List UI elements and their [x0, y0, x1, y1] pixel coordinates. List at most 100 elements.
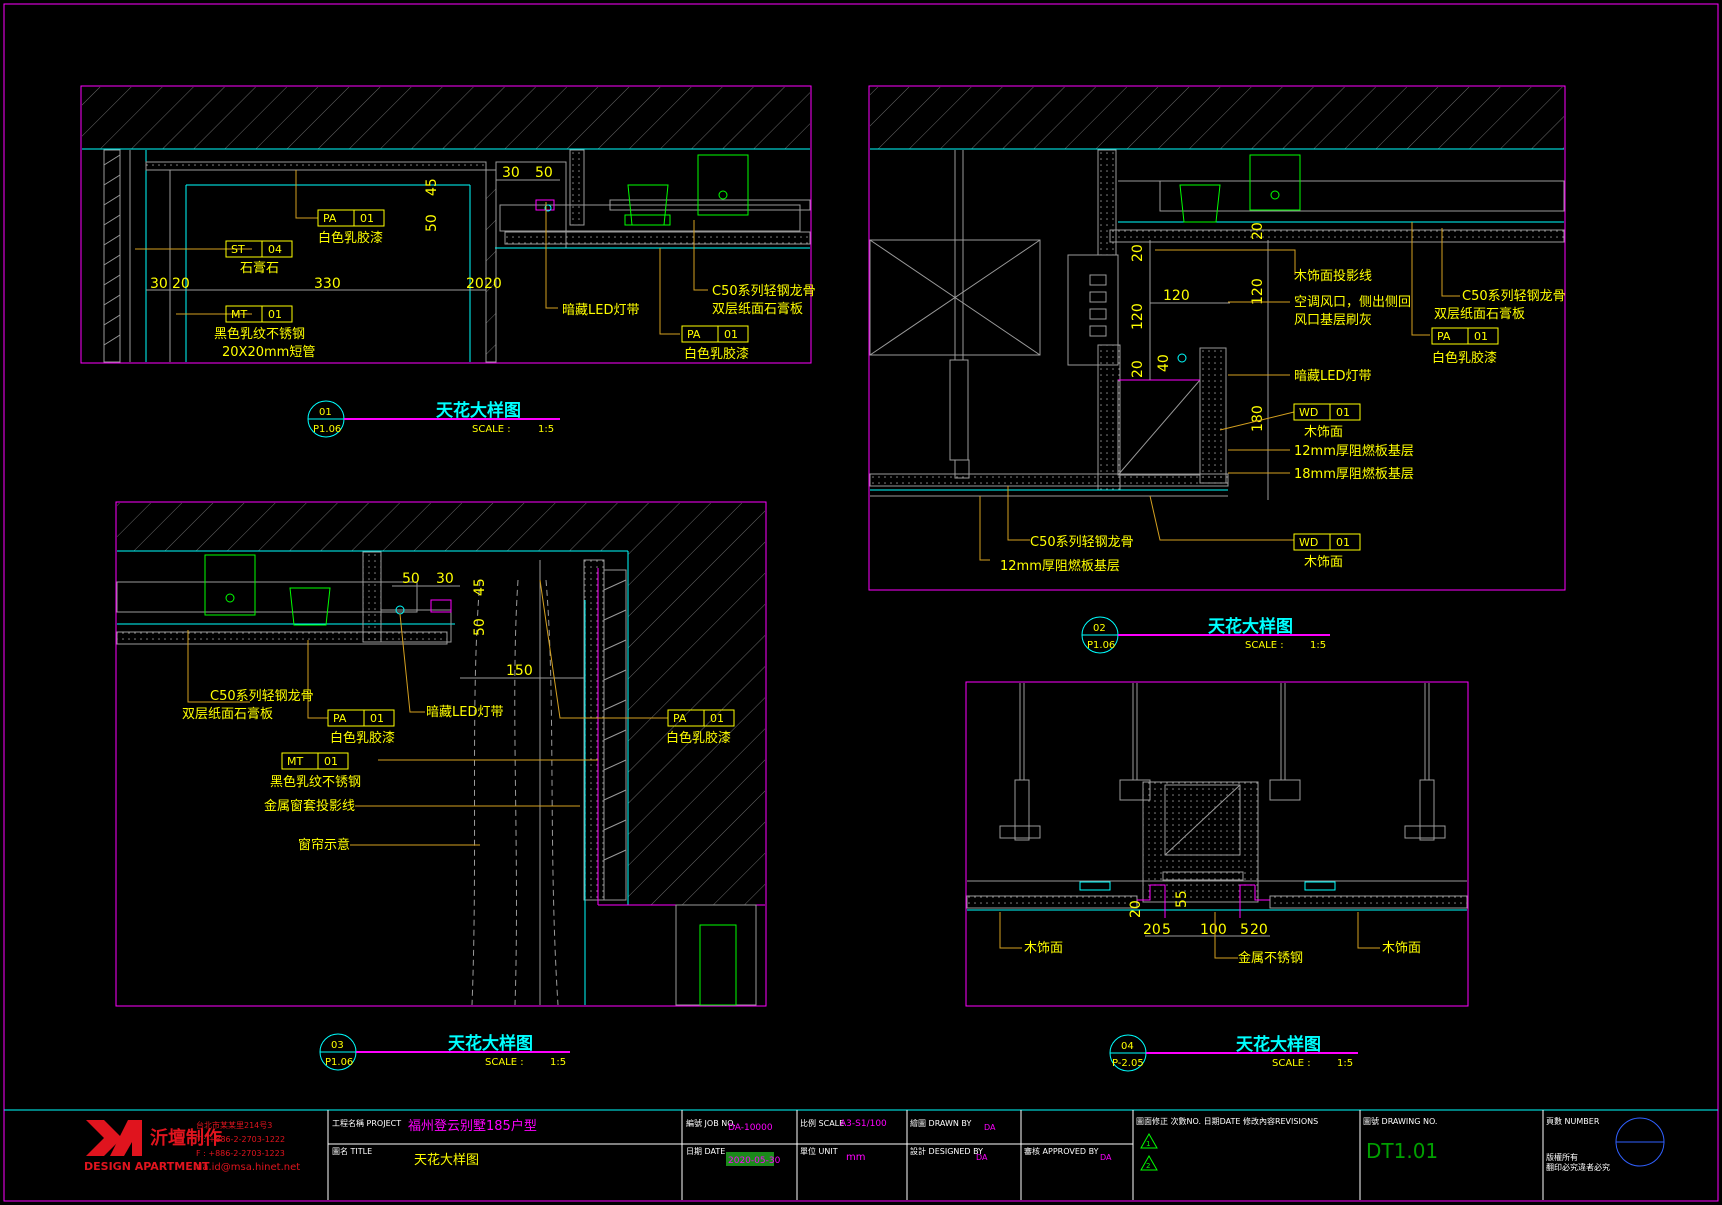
copyright-line2: 翻印必究違者必究	[1546, 1162, 1610, 1172]
company-address: 台北市某某里214号3	[196, 1120, 272, 1130]
d3-tag-pa-left: PA 01 白色乳胶漆	[327, 709, 395, 746]
d2-dim-20b: 20	[1130, 360, 1146, 378]
d4-title-block: 04 P-2.05 天花大样图 SCALE : 1:5	[1109, 1034, 1358, 1072]
d3-dim-50b: 50	[472, 618, 488, 636]
detail-04: 20 55 20 5 100 5 20 木饰面 金属不锈钢 木饰面 04 P-2…	[965, 681, 1469, 1072]
drawn-by-label: 繪圖 DRAWN BY	[910, 1118, 971, 1128]
d1-dim-30a: 30	[502, 165, 520, 181]
svg-text:01: 01	[268, 308, 282, 321]
d3-note-window-frame: 金属窗套投影线	[264, 798, 355, 814]
d2-note-led: 暗藏LED灯带	[1294, 369, 1371, 384]
d1-title-block: 01 P1.06 天花大样图 SCALE : 1:5	[307, 400, 560, 438]
drawing-unit: mm	[846, 1152, 865, 1163]
d2-tag-wd-right-text: 木饰面	[1304, 425, 1343, 440]
svg-text:P1.06: P1.06	[1087, 640, 1115, 651]
svg-text:MT: MT	[287, 755, 303, 768]
d1-tag-st: ST 04 石膏石	[225, 240, 293, 276]
drawing-scale: A3-S1/100	[840, 1119, 887, 1129]
d1-tag-pa-top: PA 01 白色乳胶漆	[317, 209, 385, 246]
svg-text:PA: PA	[323, 212, 337, 225]
d2-note-ac-vent: 空调风口，侧出侧回	[1294, 295, 1411, 310]
detail-01-frame	[80, 85, 812, 364]
svg-text:WD: WD	[1299, 536, 1318, 549]
svg-text:1:5: 1:5	[550, 1057, 566, 1068]
d4-note-wood-right: 木饰面	[1382, 941, 1421, 956]
revision-1: 1	[1146, 1140, 1150, 1148]
d4-note-wood-left: 木饰面	[1024, 941, 1063, 956]
svg-text:01: 01	[724, 328, 738, 341]
d3-tag-pa-left-text: 白色乳胶漆	[330, 730, 395, 746]
d3-tag-mt: MT 01 黑色乳纹不锈钢	[270, 752, 361, 790]
approved-by: DA	[1100, 1153, 1112, 1162]
svg-text:PA: PA	[333, 712, 347, 725]
d4-note-metal: 金属不锈钢	[1238, 950, 1303, 966]
d1-dim-20b: 20	[466, 276, 484, 292]
scale-label: 比例 SCALE	[800, 1118, 844, 1128]
drawing-no-label: 圖號 DRAWING NO.	[1363, 1116, 1437, 1126]
svg-text:04: 04	[268, 243, 282, 256]
d3-title-block: 03 P1.06 天花大样图 SCALE : 1:5	[319, 1033, 570, 1071]
svg-text:PA: PA	[673, 712, 687, 725]
d3-note-board: 双层纸面石膏板	[182, 706, 273, 722]
d2-dim-120a: 120	[1130, 303, 1146, 330]
d3-dim-45: 45	[472, 578, 488, 596]
d2-note-vent-base: 风口基层刷灰	[1294, 313, 1372, 328]
d2-title-block: 02 P1.06 天花大样图 SCALE : 1:5	[1081, 616, 1330, 654]
d4-dim-20a: 20	[1128, 900, 1144, 918]
d1-dim-30b: 30	[150, 276, 168, 292]
d2-note-12mm-base: 12mm厚阻燃板基层	[1294, 443, 1414, 459]
d1-tag-pa-top-text: 白色乳胶漆	[318, 230, 383, 246]
detail-03: 50 30 45 50 150 C50系列轻钢龙骨 双层纸面石膏板 PA 01 …	[115, 501, 767, 1071]
detail-02-frame	[868, 85, 1566, 591]
revision-2: 2	[1146, 1162, 1150, 1170]
designed-by-label: 設計 DESIGNED BY	[910, 1146, 983, 1156]
drawing-number: DT1.01	[1366, 1139, 1438, 1163]
d3-note-curtain: 窗帘示意	[298, 837, 350, 853]
d2-dim-20a: 20	[1130, 244, 1146, 262]
d3-tag-pa-right: PA 01 白色乳胶漆	[666, 709, 735, 746]
svg-text:P-2.05: P-2.05	[1112, 1058, 1144, 1069]
svg-text:SCALE :: SCALE :	[1272, 1058, 1311, 1069]
d4-dim-55: 55	[1174, 890, 1190, 908]
d1-title: 天花大样图	[436, 400, 521, 421]
title-block: 沂壇制作 DESIGN APARTMENT 台北市某某里214号3 T : +8…	[4, 1109, 1718, 1200]
d4-title: 天花大样图	[1236, 1034, 1321, 1055]
d1-tag-pa-bottom-text: 白色乳胶漆	[684, 346, 749, 362]
d4-dim-5b: 5	[1240, 922, 1249, 938]
d2-title: 天花大样图	[1208, 616, 1293, 637]
d2-tag-wd-bottom-text: 木饰面	[1304, 555, 1343, 570]
d1-dim-20a: 20	[172, 276, 190, 292]
svg-text:03: 03	[331, 1040, 344, 1051]
approved-by-label: 審核 APPROVED BY	[1024, 1146, 1099, 1156]
company-tel: T : +886-2-2703-1222	[195, 1135, 285, 1144]
d1-tag-mt: MT 01 黑色乳纹不锈钢 20X20mm短管	[214, 305, 315, 360]
d1-dim-50a: 50	[535, 165, 553, 181]
svg-text:P1.06: P1.06	[325, 1057, 353, 1068]
d3-dim-30: 30	[436, 571, 454, 587]
d1-dim-330: 330	[314, 276, 341, 292]
svg-text:SCALE :: SCALE :	[485, 1057, 524, 1068]
d1-dim-20c: 20	[484, 276, 502, 292]
d2-note-keel-right: C50系列轻钢龙骨	[1462, 289, 1566, 304]
d4-dim-5a: 5	[1162, 922, 1171, 938]
company-fax: F : +886-2-2703-1223	[196, 1149, 285, 1158]
d1-tag-st-text: 石膏石	[240, 260, 279, 276]
d2-note-keel-bottom: C50系列轻钢龙骨	[1030, 535, 1134, 550]
svg-text:SCALE :: SCALE :	[472, 424, 511, 435]
job-number: DA-10000	[728, 1123, 773, 1133]
d2-tag-wd-bottom: WD 01 木饰面	[1293, 533, 1361, 570]
d3-title: 天花大样图	[448, 1033, 533, 1054]
d1-note-keel: C50系列轻钢龙骨	[712, 284, 816, 299]
d2-note-board-right: 双层纸面石膏板	[1434, 306, 1525, 322]
d4-dim-20b: 20	[1143, 922, 1161, 938]
detail-02: 20 120 20 120 20 40 120 180 木饰面投影线 空调风口，…	[868, 85, 1566, 654]
d1-tag-mt-text2: 20X20mm短管	[222, 345, 315, 360]
detail-04-frame	[965, 681, 1469, 1007]
d2-note-18mm-base: 18mm厚阻燃板基层	[1294, 466, 1414, 482]
d2-dim-180: 180	[1250, 405, 1266, 432]
svg-text:01: 01	[1474, 330, 1488, 343]
d1-note-board: 双层纸面石膏板	[712, 301, 803, 317]
page-label: 頁數 NUMBER	[1546, 1116, 1600, 1126]
svg-text:01: 01	[1336, 406, 1350, 419]
svg-text:01: 01	[319, 407, 332, 418]
